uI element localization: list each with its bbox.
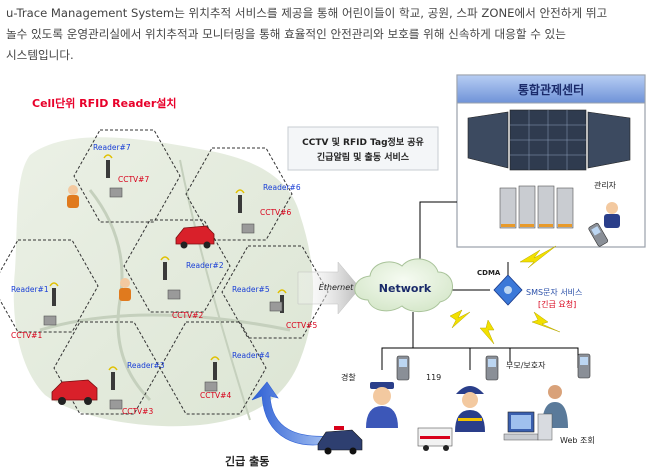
hex-cell — [73, 129, 181, 223]
parents-label: 부모/보호자 — [506, 361, 546, 370]
mobile-phone-icon — [588, 222, 609, 247]
manager-label: 관리자 — [594, 180, 617, 190]
camera-icon — [109, 399, 123, 410]
camera-icon — [109, 187, 123, 198]
reader-label: Reader#6 — [263, 183, 301, 192]
web-label: Web 조회 — [560, 436, 595, 445]
service-line-2: 긴급알림 및 출동 서비스 — [317, 151, 410, 163]
cctv-label: CCTV#2 — [172, 311, 203, 320]
cctv-label: CCTV#6 — [260, 208, 291, 217]
red-car-icon — [175, 225, 215, 249]
intro-line-1: u-Trace Management System는 위치추적 서비스를 제공을… — [6, 6, 608, 20]
reader-label: Reader#1 — [11, 285, 49, 294]
camera-icon — [241, 223, 255, 234]
antenna-icon — [210, 356, 220, 380]
antenna-icon — [160, 256, 170, 280]
camera-icon — [167, 289, 181, 300]
lightning-icon — [519, 245, 557, 269]
antenna-icon — [108, 366, 118, 390]
camera-icon — [269, 301, 283, 312]
intro-line-2: 놀수 있도록 운영관리실에서 위치추적과 모니터링을 통해 효율적인 안전관리와… — [6, 27, 566, 41]
map-road — [39, 313, 291, 332]
control-center-panel: 통합관제센터 관리자 — [456, 74, 646, 248]
mobile-phone-icon — [577, 353, 591, 379]
mobile-phone-icon — [396, 355, 410, 381]
sms-service-label: SMS문자 서비스 — [526, 288, 582, 297]
reader-labels: Reader#7 Reader#6 Reader#2 Reader#1 Read… — [11, 143, 301, 370]
police-officer-icon — [366, 382, 398, 428]
mobile-phone-icon — [485, 355, 499, 381]
reader-label: Reader#3 — [127, 361, 165, 370]
map-road — [179, 159, 251, 421]
hex-cell — [221, 245, 329, 339]
ethernet-arrow: Ethernet — [297, 261, 361, 315]
sms-hub-icon — [493, 262, 523, 306]
antenna-icon — [235, 189, 245, 213]
antenna-icon — [49, 282, 59, 306]
antenna-icon — [103, 154, 113, 178]
police-label: 경찰 — [341, 372, 356, 382]
cdma-label: CDMA — [477, 269, 501, 277]
cctv-labels: CCTV#7 CCTV#6 CCTV#2 CCTV#1 CCTV#5 CCTV#… — [11, 175, 317, 416]
service-line-1: CCTV 및 RFID Tag정보 공유 — [302, 136, 424, 148]
service-box: CCTV 및 RFID Tag정보 공유 긴급알림 및 출동 서비스 — [287, 126, 439, 171]
cctv-label: CCTV#7 — [118, 175, 149, 184]
firefighter-icon — [455, 386, 485, 432]
emergency-label: 119 — [426, 373, 441, 382]
camera-icon — [43, 315, 57, 326]
child-icon — [119, 278, 131, 301]
cctv-label: CCTV#1 — [11, 331, 42, 340]
reader-label: Reader#4 — [232, 351, 270, 360]
branch-bus-line — [381, 347, 579, 370]
ambulance-icon — [417, 427, 453, 451]
cctv-label: CCTV#4 — [200, 391, 231, 400]
cctv-label: CCTV#3 — [122, 407, 153, 416]
child-icon — [67, 185, 79, 208]
intro-text: u-Trace Management System는 위치추적 서비스를 제공을… — [6, 3, 646, 66]
cctv-cameras — [43, 187, 283, 410]
map-area — [13, 137, 314, 427]
server-icon — [499, 185, 574, 229]
police-car-icon — [317, 426, 363, 455]
wireless-signals — [449, 245, 561, 345]
network-cloud: Network — [354, 258, 453, 312]
network-label: Network — [379, 282, 432, 295]
computer-icon — [503, 411, 553, 441]
manager-person-icon — [604, 202, 620, 228]
left-title: Cell단위 RFID Reader설치 — [32, 96, 177, 110]
cctv-label: CCTV#5 — [286, 321, 317, 330]
sms-request-label: [긴급 요청] — [538, 299, 576, 309]
lightning-icon — [531, 311, 561, 333]
monitor-icon — [467, 111, 509, 169]
monitor-icon — [587, 111, 631, 169]
ethernet-label: Ethernet — [319, 283, 354, 292]
dispatch-arrow — [251, 381, 331, 446]
red-car-icon — [51, 379, 98, 405]
dispatch-label: 긴급 출동 — [225, 454, 269, 468]
lightning-icon — [449, 309, 471, 329]
reader-label: Reader#7 — [93, 143, 131, 152]
reader-label: Reader#2 — [186, 261, 224, 270]
hex-cells — [0, 129, 329, 415]
hex-cell — [159, 321, 267, 415]
camera-icon — [204, 381, 218, 392]
hex-cell — [53, 321, 161, 415]
hex-cell — [123, 219, 231, 313]
intro-line-3: 시스템입니다. — [6, 48, 74, 62]
hex-cell — [185, 147, 293, 241]
control-center-title: 통합관제센터 — [518, 82, 584, 97]
lightning-icon — [479, 319, 495, 345]
reader-label: Reader#5 — [232, 285, 270, 294]
